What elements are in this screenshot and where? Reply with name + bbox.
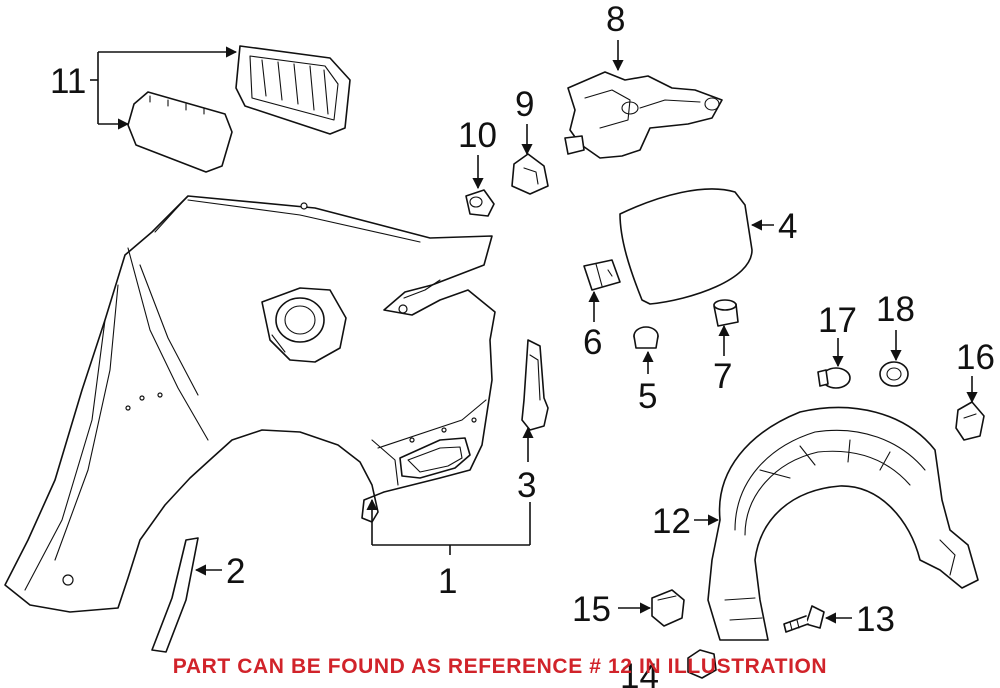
callout-labels: 1 2 3 4 5 6 7 8 9 10 11 12 13 14 15 16 1… (50, 0, 995, 688)
door-bumper (633, 326, 659, 349)
leader-lines (90, 40, 978, 624)
push-fastener (465, 189, 495, 217)
callout-16: 16 (956, 338, 995, 377)
rear-vent-opening (399, 437, 471, 479)
callout-12: 12 (652, 502, 691, 541)
callout-11: 11 (50, 62, 86, 101)
fender-liner (707, 406, 979, 641)
callout-18: 18 (876, 290, 915, 329)
callout-14: 14 (620, 657, 659, 688)
quarter-panel (4, 195, 496, 613)
bracket (521, 339, 549, 431)
reference-note: PART CAN BE FOUND AS REFERENCE # 12 IN I… (172, 655, 828, 678)
screw (783, 605, 825, 633)
callout-2: 2 (226, 552, 245, 591)
callout-8: 8 (606, 0, 625, 39)
grommet-nut (879, 361, 909, 387)
lock-actuator (564, 71, 723, 159)
callout-1: 1 (438, 562, 457, 601)
callout-5: 5 (638, 377, 657, 416)
door-clip (583, 259, 621, 291)
callout-6: 6 (583, 323, 602, 362)
callout-9: 9 (515, 85, 534, 124)
grommet (713, 299, 739, 327)
callout-15: 15 (572, 590, 611, 629)
quarter-vent-grille (235, 45, 351, 135)
callout-4: 4 (778, 207, 797, 246)
wheel-opening-molding (151, 537, 199, 653)
nut (687, 649, 717, 679)
callout-3: 3 (517, 466, 536, 505)
actuator-cover (511, 153, 549, 195)
fuel-door (619, 188, 753, 305)
callout-10: 10 (458, 116, 497, 155)
fuel-filler-pocket (261, 287, 347, 363)
callout-17: 17 (818, 301, 857, 340)
vent-cover (127, 91, 233, 173)
callout-7: 7 (713, 357, 732, 396)
retainer (651, 589, 685, 627)
callout-13: 13 (856, 600, 895, 639)
liner-clip (955, 401, 985, 441)
push-rivet (817, 367, 851, 389)
